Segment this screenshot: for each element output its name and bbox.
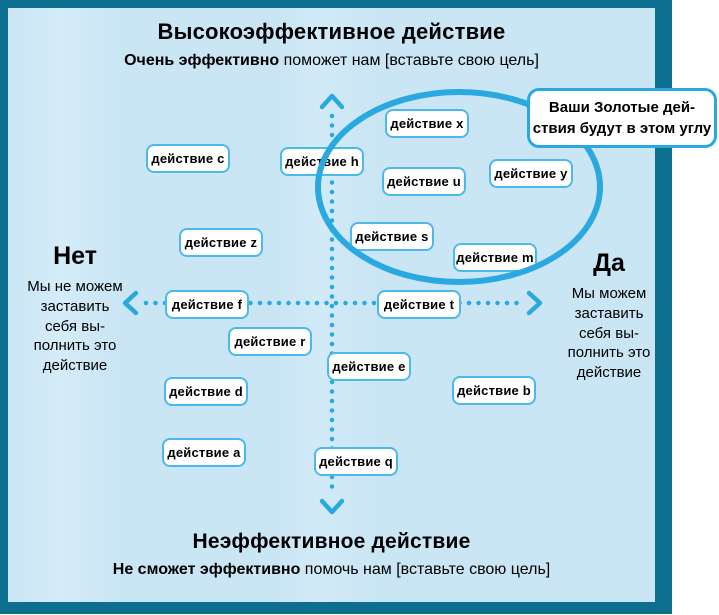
action-box-c: действие c	[146, 144, 230, 173]
action-box-x: действие x	[385, 109, 469, 138]
action-box-y: действие y	[489, 159, 573, 188]
action-box-b: действие b	[452, 376, 536, 405]
action-box-t: действие t	[377, 290, 461, 319]
left-axis-heading: Нет	[53, 242, 97, 270]
top-axis-subtitle-rest: поможет нам [вставьте свою цель]	[279, 52, 539, 69]
bottom-axis-title: Неэффективное действие	[192, 530, 471, 553]
action-box-m: действие m	[453, 243, 537, 272]
action-box-s: действие s	[350, 222, 434, 251]
top-axis-subtitle: Очень эффективно поможет нам [вставьте с…	[8, 52, 655, 70]
left-axis-description: Мы не можем заставить себя вы- полнить э…	[27, 278, 123, 375]
bottom-axis-subtitle-rest: помочь нам [вставьте свою цель]	[300, 561, 551, 578]
arrow-down-icon	[319, 498, 345, 515]
action-box-f: действие f	[165, 290, 249, 319]
top-axis-title: Высокоэффективное действие	[157, 19, 506, 44]
bottom-axis-subtitle-bold: Не сможет эффективно	[112, 561, 301, 578]
action-box-h: действие h	[280, 147, 364, 176]
action-box-a: действие a	[162, 438, 246, 467]
action-box-z: действие z	[179, 228, 263, 257]
action-box-u: действие u	[382, 167, 466, 196]
top-axis-label: Высокоэффективное действие Очень эффекти…	[8, 19, 655, 70]
top-axis-subtitle-bold: Очень эффективно	[124, 52, 280, 69]
action-box-e: действие e	[327, 352, 411, 381]
action-box-q: действие q	[314, 447, 398, 476]
arrow-up-icon	[319, 93, 345, 110]
action-box-r: действие r	[228, 327, 312, 356]
arrow-left-icon	[122, 290, 139, 316]
bottom-axis-subtitle: Не сможет эффективно помочь нам [вставьт…	[8, 561, 655, 579]
arrow-right-icon	[526, 290, 543, 316]
left-axis-label: Нет Мы не можем заставить себя вы- полни…	[10, 242, 140, 376]
golden-actions-callout: Ваши Золотые дей- ствия будут в этом угл…	[527, 88, 717, 148]
right-axis-description: Мы можем заставить себя вы- полнить это …	[567, 285, 651, 382]
bottom-axis-label: Неэффективное действие Не сможет эффекти…	[8, 530, 655, 579]
action-box-d: действие d	[164, 377, 248, 406]
